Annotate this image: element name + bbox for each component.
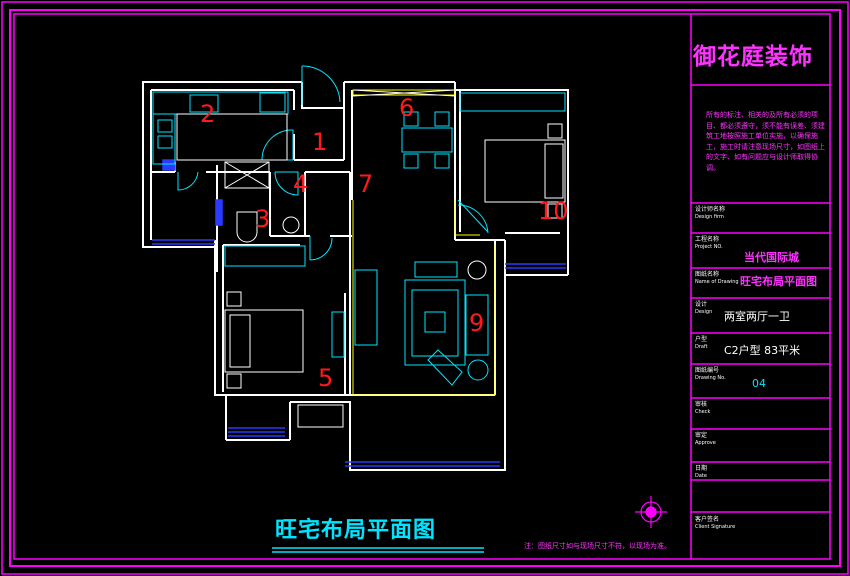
room-number-3: 3 <box>255 205 271 233</box>
field-label: 设计师名称 <box>695 206 726 213</box>
doors <box>177 65 489 261</box>
field-label: 审核 <box>695 401 708 408</box>
north-arrow-icon <box>635 496 667 528</box>
room-number-5: 5 <box>318 364 334 392</box>
room-number-1: 1 <box>312 128 328 156</box>
field-sublabel: Design firm <box>695 214 724 220</box>
field-sublabel: Project NO. <box>695 244 723 250</box>
design-note: 所有的标注、相关的及所有必须的项目、都必须遵守，须不能有误差、须建筑工地按照施工… <box>706 111 825 172</box>
field-sublabel: Client Signature <box>695 524 736 530</box>
room-number-2: 2 <box>200 100 216 128</box>
bathroom-fixtures <box>224 161 300 243</box>
drawing-footnote: 注：图纸尺寸如与现场尺寸不符，以现场为准。 <box>524 542 671 550</box>
field-label: 审定 <box>695 432 708 439</box>
field-sublabel: Name of Drawing <box>695 279 739 285</box>
field-sublabel: Design <box>695 309 713 315</box>
field-sublabel: Drawing No. <box>695 375 726 381</box>
field-label: 图纸名称 <box>695 271 720 278</box>
field-label: 设计 <box>695 301 708 308</box>
room-number-9: 9 <box>469 309 485 337</box>
field-sublabel: Check <box>695 409 711 415</box>
dining-furniture <box>352 89 456 169</box>
room-number-6: 6 <box>399 94 415 122</box>
bedroom-5-furniture <box>224 245 378 428</box>
field-label: 图纸编号 <box>695 367 720 374</box>
project-name-value: 当代国际城 <box>744 251 799 264</box>
field-label: 日期 <box>695 465 708 472</box>
living-room-furniture <box>404 260 489 386</box>
title-underline <box>272 547 484 553</box>
field-label: 客户签名 <box>695 516 720 523</box>
room-number-10: 10 <box>538 197 569 225</box>
field-label: 工程名称 <box>695 236 720 243</box>
field-sublabel: Date <box>695 473 707 479</box>
design-value: 两室两厅一卫 <box>724 310 790 323</box>
zone-outline <box>352 89 496 396</box>
drawing-name-value: 旺宅布局平面图 <box>740 275 817 288</box>
unit-type-value: C2户型 83平米 <box>724 344 801 357</box>
bedroom-10-furniture <box>459 92 566 219</box>
kitchen-fixtures <box>152 91 289 165</box>
drawing-number-value: 04 <box>752 377 766 390</box>
field-sublabel: Approve <box>695 440 716 446</box>
drawing-title: 旺宅布局平面图 <box>275 518 437 543</box>
field-sublabel: Draft <box>695 344 708 350</box>
windows <box>152 159 566 467</box>
company-name: 御花庭装饰 <box>693 44 813 70</box>
field-label: 户型 <box>695 336 708 343</box>
room-number-7: 7 <box>358 170 374 198</box>
room-number-4: 4 <box>293 170 309 198</box>
